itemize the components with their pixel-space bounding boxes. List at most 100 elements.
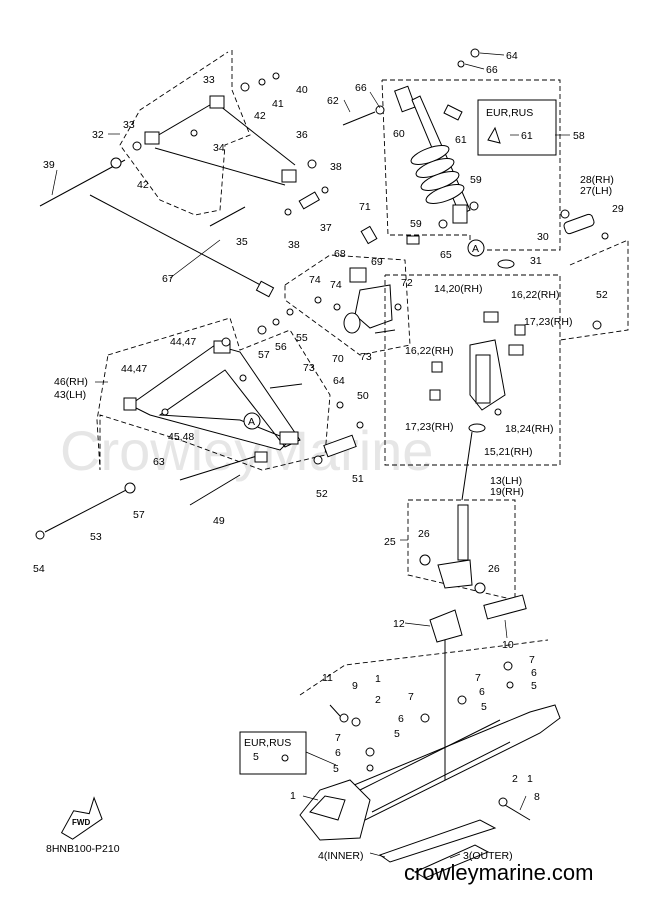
label-28: 28(RH) [580, 174, 614, 186]
label-37: 37 [320, 222, 332, 234]
label-38b: 38 [288, 239, 300, 251]
spindle-group [407, 499, 527, 643]
label-6d: 6 [335, 747, 341, 759]
label-56: 56 [275, 341, 287, 353]
label-26: 26 [418, 528, 430, 540]
label-5b: 5 [481, 701, 487, 713]
label-13: 13(LH) [490, 475, 522, 487]
box-label-top-right: EUR,RUS [486, 107, 533, 119]
label-62: 62 [327, 95, 339, 107]
shock-absorber-group [342, 48, 561, 251]
label-68: 68 [334, 248, 346, 260]
label-59b: 59 [410, 218, 422, 230]
label-44-47: 44,47 [170, 336, 196, 348]
label-42: 42 [254, 110, 266, 122]
callout-a-upper: A [472, 243, 479, 255]
label-61: 61 [455, 134, 467, 146]
label-40: 40 [296, 84, 308, 96]
fwd-arrow: FWD [60, 796, 103, 840]
upper-arm-group [39, 50, 329, 298]
label-55: 55 [296, 332, 308, 344]
label-5d: 5 [333, 763, 339, 775]
label-29: 29 [612, 203, 624, 215]
label-34: 34 [213, 142, 225, 154]
label-52b: 52 [596, 289, 608, 301]
label-6c: 6 [398, 713, 404, 725]
label-42b: 42 [137, 179, 149, 191]
label-44-47b: 44,47 [121, 363, 147, 375]
label-16-22b: 16,22(RH) [405, 345, 453, 357]
label-38: 38 [330, 161, 342, 173]
site-watermark: crowleymarine.com [404, 860, 594, 885]
label-71: 71 [359, 201, 371, 213]
label-72: 72 [401, 277, 413, 289]
label-60: 60 [393, 128, 405, 140]
label-1: 1 [375, 673, 381, 685]
label-17-23b: 17,23(RH) [405, 421, 453, 433]
label-7: 7 [529, 654, 535, 666]
label-46: 46(RH) [54, 376, 88, 388]
label-69: 69 [371, 256, 383, 268]
label-7b: 7 [475, 672, 481, 684]
label-4: 4(INNER) [318, 850, 364, 862]
fwd-label: FWD [72, 818, 90, 827]
label-35: 35 [236, 236, 248, 248]
label-66: 66 [486, 64, 498, 76]
label-63: 63 [153, 456, 165, 468]
label-39: 39 [43, 159, 55, 171]
label-2b: 2 [512, 773, 518, 785]
label-57b: 57 [133, 509, 145, 521]
callout-circle-a-upper [467, 239, 485, 257]
label-9: 9 [352, 680, 358, 692]
label-45-48: 45,48 [168, 431, 194, 443]
part-labels: 64 66 66 62 60 61 61 58 59 59 65 40 41 4… [33, 50, 624, 862]
label-73b: 73 [303, 362, 315, 374]
label-32: 32 [92, 129, 104, 141]
label-57: 57 [258, 349, 270, 361]
figure-code: 8HNB100-P210 [46, 843, 120, 855]
label-67: 67 [162, 273, 174, 285]
label-19: 19(RH) [490, 486, 524, 498]
label-18-24: 18,24(RH) [505, 423, 553, 435]
label-1b: 1 [290, 790, 296, 802]
label-17-23: 17,23(RH) [524, 316, 572, 328]
label-6: 6 [531, 667, 537, 679]
label-50: 50 [357, 390, 369, 402]
label-7d: 7 [335, 732, 341, 744]
label-8: 8 [534, 791, 540, 803]
label-58: 58 [573, 130, 585, 142]
label-65: 65 [440, 249, 452, 261]
label-36: 36 [296, 129, 308, 141]
label-31: 31 [530, 255, 542, 267]
label-5e: 5 [253, 751, 259, 763]
label-61b: 61 [521, 130, 533, 142]
label-25: 25 [384, 536, 396, 548]
label-33b: 33 [123, 119, 135, 131]
label-52: 52 [316, 488, 328, 500]
label-5: 5 [531, 680, 537, 692]
label-59: 59 [470, 174, 482, 186]
label-64: 64 [506, 50, 518, 62]
label-64b: 64 [333, 375, 345, 387]
label-14-20: 14,20(RH) [434, 283, 482, 295]
callout-circle-a-lower [243, 412, 261, 430]
label-16-22: 16,22(RH) [511, 289, 559, 301]
label-6b: 6 [479, 686, 485, 698]
label-54: 54 [33, 563, 45, 575]
label-41: 41 [272, 98, 284, 110]
label-12: 12 [393, 618, 405, 630]
label-49: 49 [213, 515, 225, 527]
label-43: 43(LH) [54, 389, 86, 401]
label-30: 30 [537, 231, 549, 243]
ski-group [239, 639, 561, 879]
label-51: 51 [352, 473, 364, 485]
label-74b: 74 [330, 279, 342, 291]
label-1c: 1 [527, 773, 533, 785]
label-2: 2 [375, 694, 381, 706]
label-66b: 66 [355, 82, 367, 94]
label-70: 70 [332, 353, 344, 365]
label-27: 27(LH) [580, 185, 612, 197]
label-15-21: 15,21(RH) [484, 446, 532, 458]
label-5c: 5 [394, 728, 400, 740]
